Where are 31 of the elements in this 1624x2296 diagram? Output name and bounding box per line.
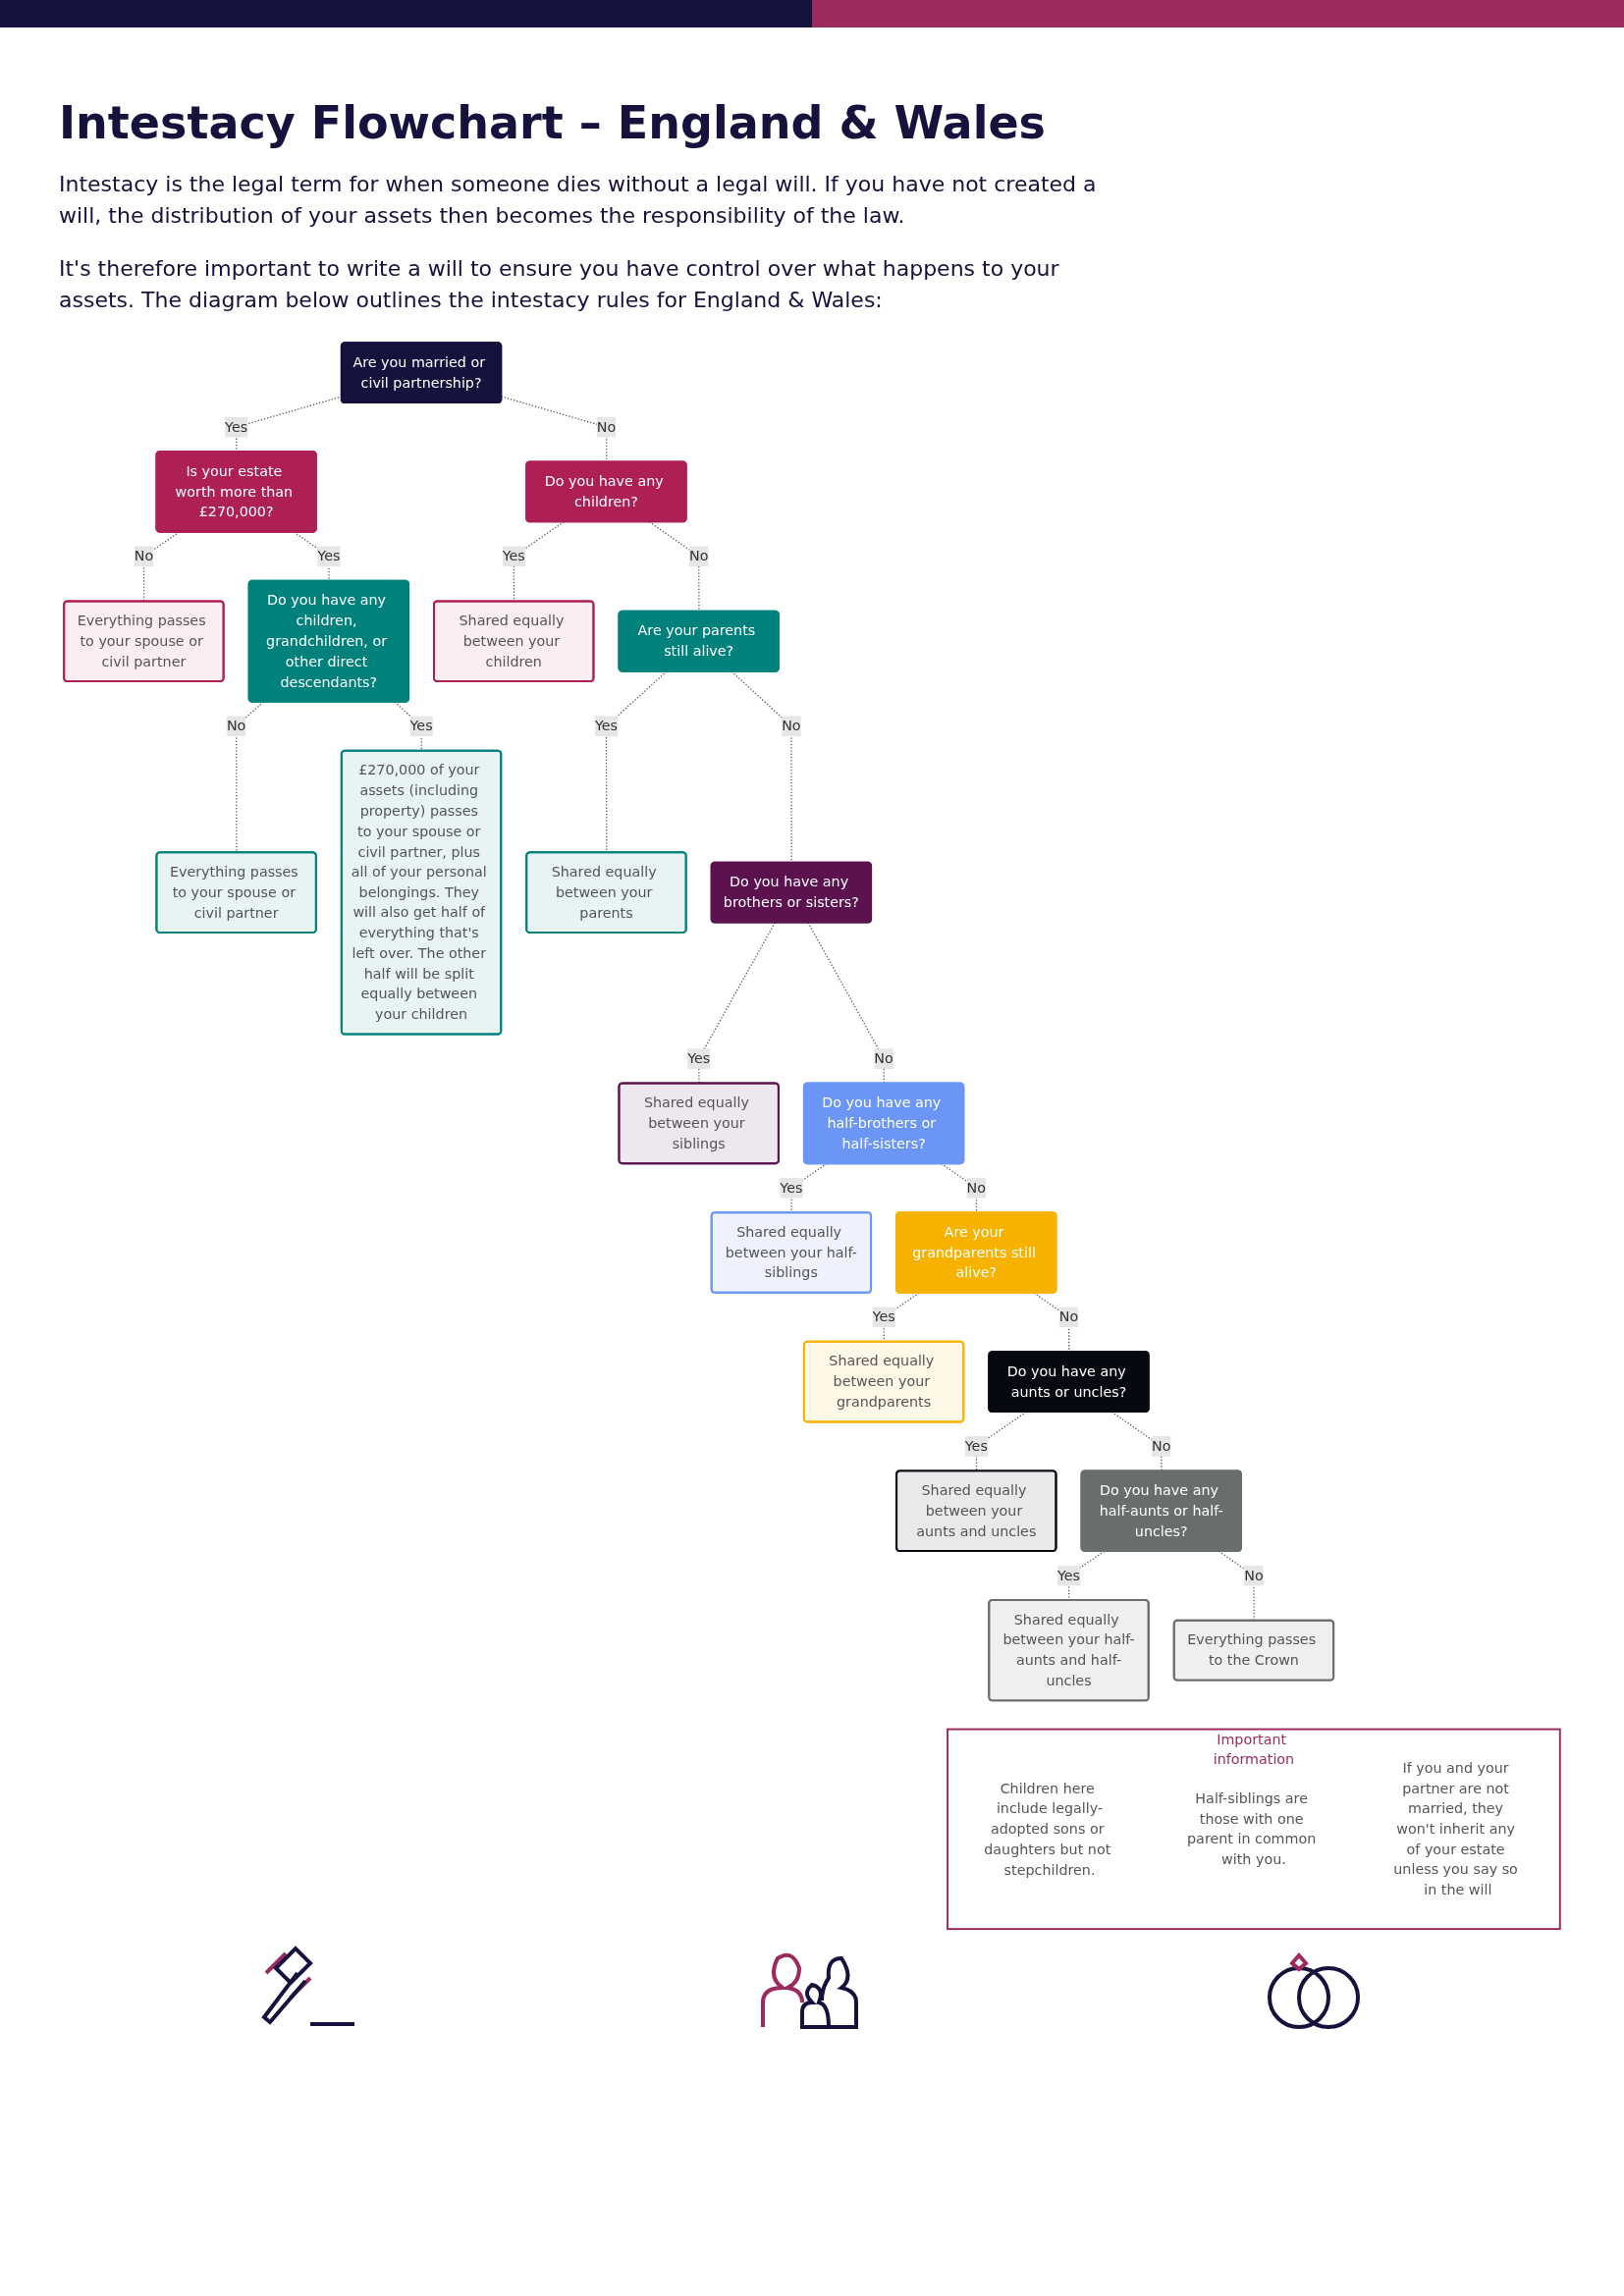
- intro-paragraph: Intestacy is the legal term for when someone dies without a legal will. If you have not created a will, the distribution of your assets then becomes the responsibility of the law.: [59, 171, 1098, 230]
- edge-label: Yes: [317, 547, 341, 564]
- connector: [790, 1162, 828, 1213]
- edge-label: No: [1244, 1567, 1264, 1583]
- edge-label: No: [134, 547, 154, 564]
- edge-label: Yes: [502, 547, 525, 564]
- edge-label: No: [596, 418, 617, 435]
- edge-label: Yes: [594, 717, 618, 734]
- edge-label: No: [966, 1179, 987, 1196]
- edge-label: Yes: [964, 1437, 988, 1454]
- connector: [941, 1162, 978, 1213]
- edge-label: Yes: [872, 1308, 895, 1325]
- edge-label: No: [782, 717, 801, 734]
- edge-label: Yes: [409, 717, 433, 734]
- edge-label: No: [1058, 1308, 1079, 1325]
- intro-paragraph: It's therefore important to write a will to ensure you have control over what happens to your assets. The diagram below outlines the intestacy rules for England & Wales:: [59, 254, 1060, 314]
- edge-label: Yes: [687, 1049, 711, 1066]
- edge-label: Yes: [1056, 1567, 1081, 1583]
- connector: [394, 701, 422, 752]
- title: Intestacy Flowchart – England & Wales: [59, 96, 1047, 149]
- node-text: Children here include legally-adopted sons or daughters but not stepchildren.: [984, 1780, 1111, 1878]
- edge-label: Yes: [780, 1179, 803, 1196]
- edge-label: No: [688, 547, 709, 564]
- node-text: If you and your partner are not married, they won't inherit any of your estate unless you say so in the will: [1393, 1759, 1518, 1897]
- connector: [235, 701, 264, 853]
- edge-label: No: [1152, 1437, 1171, 1454]
- edge-label: Yes: [225, 418, 248, 435]
- edge-label: No: [874, 1049, 893, 1066]
- connector: [513, 520, 565, 602]
- node-text: Half-siblings are those with one parent in common with you.: [1187, 1789, 1317, 1867]
- edge-label: No: [226, 717, 246, 734]
